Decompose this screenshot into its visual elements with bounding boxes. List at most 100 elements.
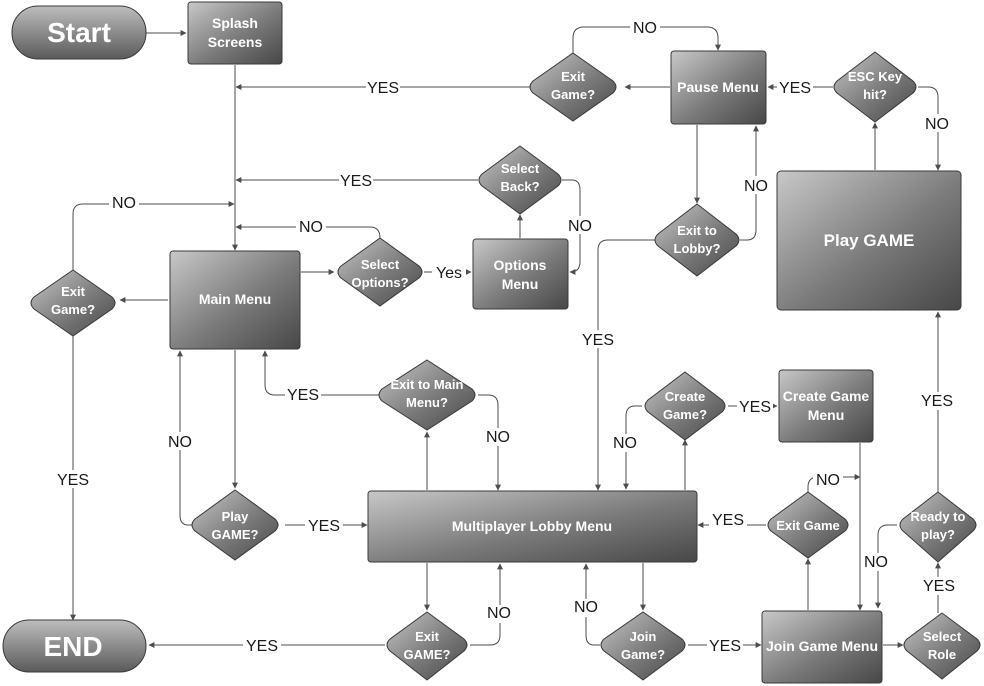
svg-text:Exit: Exit <box>415 629 440 644</box>
decision-exit-to-lobby: Exit to Lobby? <box>654 203 740 277</box>
edge-esc-no <box>918 86 941 171</box>
decision-select-back: Select Back? <box>478 145 562 215</box>
svg-text:YES: YES <box>923 578 955 595</box>
svg-text:NO: NO <box>487 605 511 622</box>
svg-text:Back?: Back? <box>500 179 539 194</box>
svg-text:Exit: Exit <box>61 284 86 299</box>
label-exit-top-no: NO <box>630 18 660 37</box>
label-exit-right-no: NO <box>813 471 843 489</box>
decision-create-game: Create Game? <box>644 371 726 441</box>
label-ready-yes: YES <box>918 392 956 410</box>
edge-lobby-q-yes <box>595 239 656 491</box>
label-esc-yes: YES <box>777 78 813 97</box>
svg-text:YES: YES <box>246 638 278 655</box>
svg-text:NO: NO <box>744 178 768 195</box>
label-join-yes: YES <box>707 637 743 655</box>
decision-play-game: Play GAME? <box>191 489 279 561</box>
svg-text:Play: Play <box>222 509 250 524</box>
decision-exit-game-top: Exit Game? <box>529 52 617 122</box>
svg-text:Menu: Menu <box>502 276 539 292</box>
label-exit-top-yes: YES <box>366 78 400 97</box>
label-to-main-yes: YES <box>285 386 321 404</box>
decision-select-role: Select Role <box>903 612 981 680</box>
svg-text:Exit to: Exit to <box>677 223 717 238</box>
svg-text:Game?: Game? <box>51 302 95 317</box>
edge-bottom-exit-no <box>470 563 503 646</box>
decision-join-game: Join Game? <box>600 611 686 681</box>
svg-text:Menu?: Menu? <box>406 395 448 410</box>
label-esc-no: NO <box>922 114 952 133</box>
label-back-no: NO <box>565 216 595 235</box>
svg-text:NO: NO <box>168 434 192 451</box>
decision-exit-game-left: Exit Game? <box>30 269 116 337</box>
svg-text:Splash: Splash <box>212 15 258 31</box>
svg-text:NO: NO <box>486 429 510 446</box>
svg-text:NO: NO <box>613 435 637 452</box>
main-menu-box: Main Menu <box>169 250 301 350</box>
label-bottom-exit-yes: YES <box>243 637 281 655</box>
decision-exit-to-main: Exit to Main Menu? <box>378 359 476 431</box>
edge-join-no <box>583 563 600 646</box>
options-menu-box: Options Menu <box>472 238 569 310</box>
svg-text:ESC Key: ESC Key <box>848 69 903 84</box>
svg-text:YES: YES <box>287 387 319 404</box>
svg-text:Play GAME: Play GAME <box>824 231 915 250</box>
svg-text:Main Menu: Main Menu <box>199 291 271 307</box>
label-exit-right-yes: YES <box>709 511 747 529</box>
decision-exit-game-right: Exit Game <box>767 491 849 559</box>
start-node: Start <box>11 5 147 60</box>
play-game-box: Play GAME <box>776 170 962 311</box>
svg-text:NO: NO <box>568 218 592 235</box>
svg-text:Multiplayer Lobby Menu: Multiplayer Lobby Menu <box>452 518 612 534</box>
svg-text:play?: play? <box>921 527 955 542</box>
svg-text:Create: Create <box>665 389 705 404</box>
svg-text:Exit to Main: Exit to Main <box>391 377 464 392</box>
svg-text:hit?: hit? <box>863 87 887 102</box>
svg-text:NO: NO <box>633 20 657 37</box>
svg-text:YES: YES <box>582 332 614 349</box>
svg-text:Select: Select <box>501 161 540 176</box>
svg-text:GAME?: GAME? <box>212 527 259 542</box>
label-play-yes: YES <box>305 516 343 535</box>
svg-text:Select: Select <box>923 629 962 644</box>
label-options-yes: Yes <box>432 263 466 282</box>
svg-text:YES: YES <box>709 638 741 655</box>
create-game-menu-box: Create Game Menu <box>778 369 874 443</box>
svg-text:Menu: Menu <box>808 407 845 423</box>
svg-text:Game?: Game? <box>621 647 665 662</box>
svg-text:YES: YES <box>340 173 372 190</box>
decision-select-options: Select Options? <box>337 237 423 307</box>
svg-text:NO: NO <box>816 472 840 489</box>
svg-text:NO: NO <box>864 554 888 571</box>
edge-lobby-q-no <box>740 125 759 241</box>
decision-esc-key: ESC Key hit? <box>833 51 917 123</box>
label-join-no: NO <box>571 599 601 617</box>
lobby-box: Multiplayer Lobby Menu <box>367 490 698 563</box>
label-play-no: NO <box>165 432 195 451</box>
join-game-menu-box: Join Game Menu <box>761 610 883 684</box>
splash-screens-box: Splash Screens <box>187 1 283 65</box>
label-options-no: NO <box>296 218 326 236</box>
svg-text:Options?: Options? <box>351 275 408 290</box>
svg-text:Game?: Game? <box>663 407 707 422</box>
svg-text:NO: NO <box>299 219 323 236</box>
svg-text:NO: NO <box>112 195 136 212</box>
edge-left-exit-no <box>72 201 235 270</box>
svg-text:Game?: Game? <box>551 87 595 102</box>
svg-text:Options: Options <box>494 257 547 273</box>
label-left-loop-no: NO <box>109 195 139 213</box>
label-lobby-exit-no: NO <box>741 176 771 195</box>
label-back-yes: YES <box>339 171 373 190</box>
svg-text:Select: Select <box>361 257 400 272</box>
edge-play-no <box>177 350 194 526</box>
svg-text:Join: Join <box>630 629 657 644</box>
edge-back-no <box>562 179 581 275</box>
edge-create-no <box>623 405 642 490</box>
svg-text:Pause Menu: Pause Menu <box>677 79 759 95</box>
svg-text:Role: Role <box>928 647 956 662</box>
svg-text:NO: NO <box>574 599 598 616</box>
svg-text:END: END <box>43 631 102 662</box>
